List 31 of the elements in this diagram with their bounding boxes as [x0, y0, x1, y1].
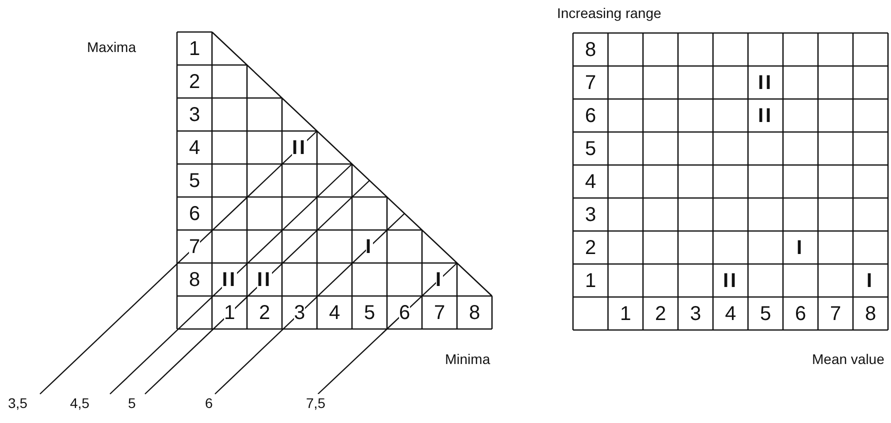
axis-number: 6: [399, 302, 410, 322]
leader-line: [40, 130, 318, 394]
axis-number: 5: [364, 302, 376, 322]
axis-number: 8: [189, 270, 200, 290]
axis-label: Mean value: [812, 352, 884, 366]
axis-number: 8: [469, 302, 480, 322]
axis-number: 3: [294, 302, 306, 322]
value-label: 7,5: [306, 394, 326, 412]
axis-number: 3: [189, 104, 200, 124]
axis-number: 6: [189, 204, 200, 224]
axis-number: 7: [189, 236, 200, 256]
axis-number: 3: [690, 304, 702, 324]
tally-mark: II: [222, 270, 238, 290]
leader-line: [214, 213, 405, 394]
axis-number: 6: [795, 304, 806, 324]
axis-number: 5: [760, 304, 772, 324]
axis-label: Maxima: [87, 40, 136, 54]
axis-number: 3: [585, 204, 596, 224]
leader-line: [110, 164, 352, 394]
axis-number: 6: [585, 106, 596, 126]
leader-line: [144, 180, 370, 394]
axis-number: 8: [585, 40, 596, 60]
axis-label: Increasing range: [557, 6, 662, 20]
axis-number: 5: [585, 138, 596, 158]
axis-label: Minima: [445, 352, 490, 366]
leader-line: [318, 262, 458, 394]
axis-number: 5: [189, 170, 200, 190]
tally-mark: II: [257, 270, 272, 290]
axis-number: 1: [224, 302, 236, 322]
axis-number: 8: [865, 304, 876, 324]
tally-mark: II: [292, 138, 308, 158]
